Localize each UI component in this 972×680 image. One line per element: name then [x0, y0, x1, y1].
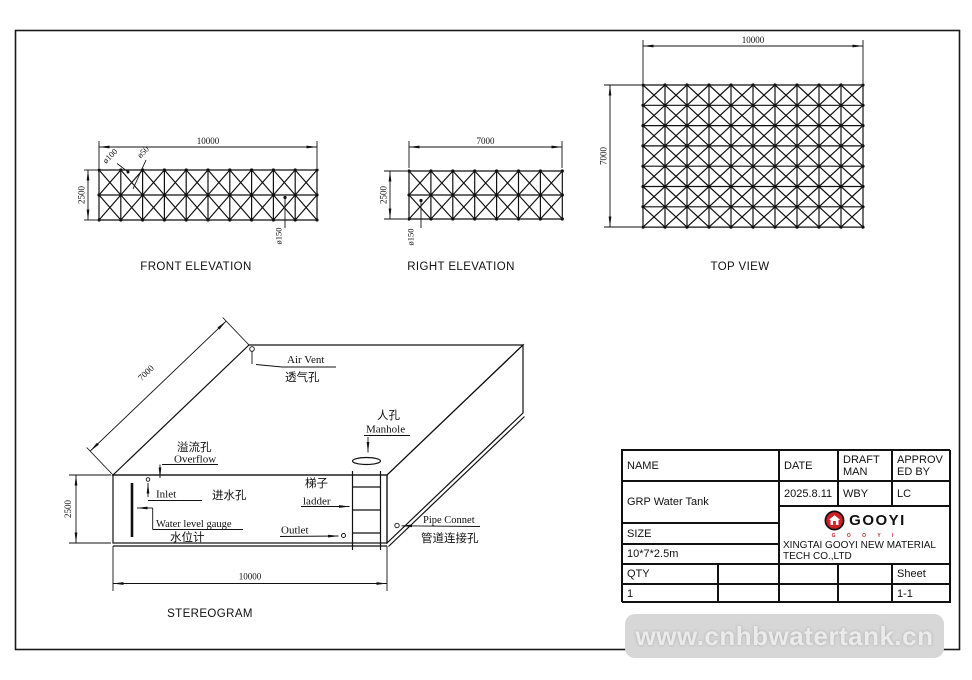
- right-elevation-title: RIGHT ELEVATION: [407, 261, 515, 273]
- outlet-graphic: [341, 533, 346, 538]
- front-elevation-title: FRONT ELEVATION: [140, 261, 252, 273]
- sheet-value-cell: 1-1: [892, 584, 951, 603]
- label-inlet-en: Inlet: [156, 489, 176, 501]
- name-label-cell: NAME: [622, 450, 779, 481]
- tank-right-face: [386, 343, 524, 545]
- name-value-cell: GRP Water Tank: [622, 481, 779, 523]
- stereogram-title: STEREOGRAM: [167, 608, 253, 620]
- top-view-truss: [641, 83, 865, 229]
- right-dim-d150: ø150: [406, 229, 416, 246]
- manhole-graphic: [351, 456, 382, 466]
- qty-empty-cell-2: [779, 564, 838, 584]
- approved-label-cell: APPROVED BY: [892, 450, 951, 481]
- pipe-connect-graphic: [394, 522, 400, 529]
- label-air-vent-cn: 透气孔: [285, 370, 320, 384]
- qty-label-cell: QTY: [622, 564, 718, 584]
- label-water-gauge-en: Water level gauge: [156, 519, 232, 530]
- label-manhole-cn: 人孔: [377, 409, 400, 422]
- front-elevation-dimensions: 10000 2500 ø100 ø50 ø150: [77, 136, 318, 245]
- ladder-graphic: [351, 471, 382, 550]
- inlet-graphic: [145, 477, 151, 482]
- front-dim-d150: ø150: [274, 228, 284, 245]
- right-elevation-truss: [407, 169, 564, 221]
- stereogram-drawing: 7000 2500 10000 Air Vent 透气孔 人孔 Manhole …: [63, 317, 525, 591]
- title-block: NAME DATE DRAFT MAN APPROVED BY GRP Wate…: [621, 449, 951, 603]
- date-label-cell: DATE: [779, 450, 838, 481]
- company-line2: TECH CO.,LTD: [783, 550, 852, 562]
- gooyi-logo-icon: [824, 510, 845, 531]
- gooyi-logo-subtext: G O O Y I: [831, 533, 899, 539]
- approved-value-cell: LC: [892, 481, 951, 506]
- size-value-cell: 10*7*2.5m: [622, 544, 779, 564]
- label-manhole-en: Manhole: [366, 424, 405, 436]
- tank-front-face: [112, 474, 388, 544]
- stereo-dim-height: 2500: [63, 500, 73, 519]
- front-dim-width: 10000: [197, 136, 220, 146]
- company-name: XINGTAI GOOYI NEW MATERIAL TECH CO.,LTD: [783, 540, 936, 562]
- label-overflow-cn: 溢流孔: [177, 440, 212, 454]
- bottom-empty-cell-1: [718, 584, 779, 603]
- stereo-dim-length: 10000: [239, 572, 262, 582]
- gooyi-logo-text: GOOYI: [849, 512, 906, 529]
- label-overflow-en: Overflow: [174, 454, 216, 466]
- company-line1: XINGTAI GOOYI NEW MATERIAL: [783, 540, 936, 551]
- top-dim-width: 10000: [742, 35, 765, 45]
- qty-empty-cell-1: [718, 564, 779, 584]
- top-view-dimensions: 10000 7000: [599, 35, 864, 228]
- label-inlet-cn: 进水孔: [212, 489, 247, 502]
- size-label-cell: SIZE: [622, 523, 779, 544]
- label-ladder-en: ladder: [303, 496, 331, 508]
- label-water-gauge-cn: 水位计: [170, 530, 205, 544]
- right-elevation-dimensions: 7000 2500 ø150: [379, 136, 563, 246]
- front-dim-d100: ø100: [100, 146, 119, 165]
- stereo-dim-depth: 7000: [136, 363, 156, 383]
- front-elevation-truss: [97, 168, 319, 222]
- right-dim-height: 2500: [379, 186, 389, 205]
- date-value-cell: 2025.8.11: [779, 481, 838, 506]
- draftman-value-cell: WBY: [838, 481, 892, 506]
- top-view-title: TOP VIEW: [710, 261, 770, 273]
- label-outlet-en: Outlet: [281, 525, 309, 537]
- bottom-empty-cell-2: [779, 584, 838, 603]
- draftman-label-cell: DRAFT MAN: [838, 450, 892, 481]
- front-dim-d50: ø50: [135, 144, 151, 160]
- qty-value-cell: 1: [622, 584, 718, 603]
- watermark-banner: www.cnhbwatertank.cn: [625, 614, 944, 658]
- label-air-vent-en: Air Vent: [287, 354, 324, 366]
- top-dim-height: 7000: [599, 147, 609, 166]
- label-ladder-cn: 梯子: [305, 477, 328, 490]
- label-pipe-cn: 管道连接孔: [421, 531, 479, 545]
- company-logo-cell: GOOYI G O O Y I XINGTAI GOOYI NEW MATERI…: [779, 506, 951, 564]
- front-dim-height: 2500: [77, 186, 87, 205]
- bottom-empty-cell-3: [838, 584, 892, 603]
- label-pipe-en: Pipe Connet: [423, 515, 475, 526]
- sheet-border: [14, 29, 961, 651]
- air-vent-graphic: [249, 346, 255, 352]
- sheet-label-cell: Sheet: [892, 564, 951, 584]
- right-dim-width: 7000: [477, 136, 496, 146]
- qty-empty-cell-3: [838, 564, 892, 584]
- watermark-text: www.cnhbwatertank.cn: [635, 620, 934, 651]
